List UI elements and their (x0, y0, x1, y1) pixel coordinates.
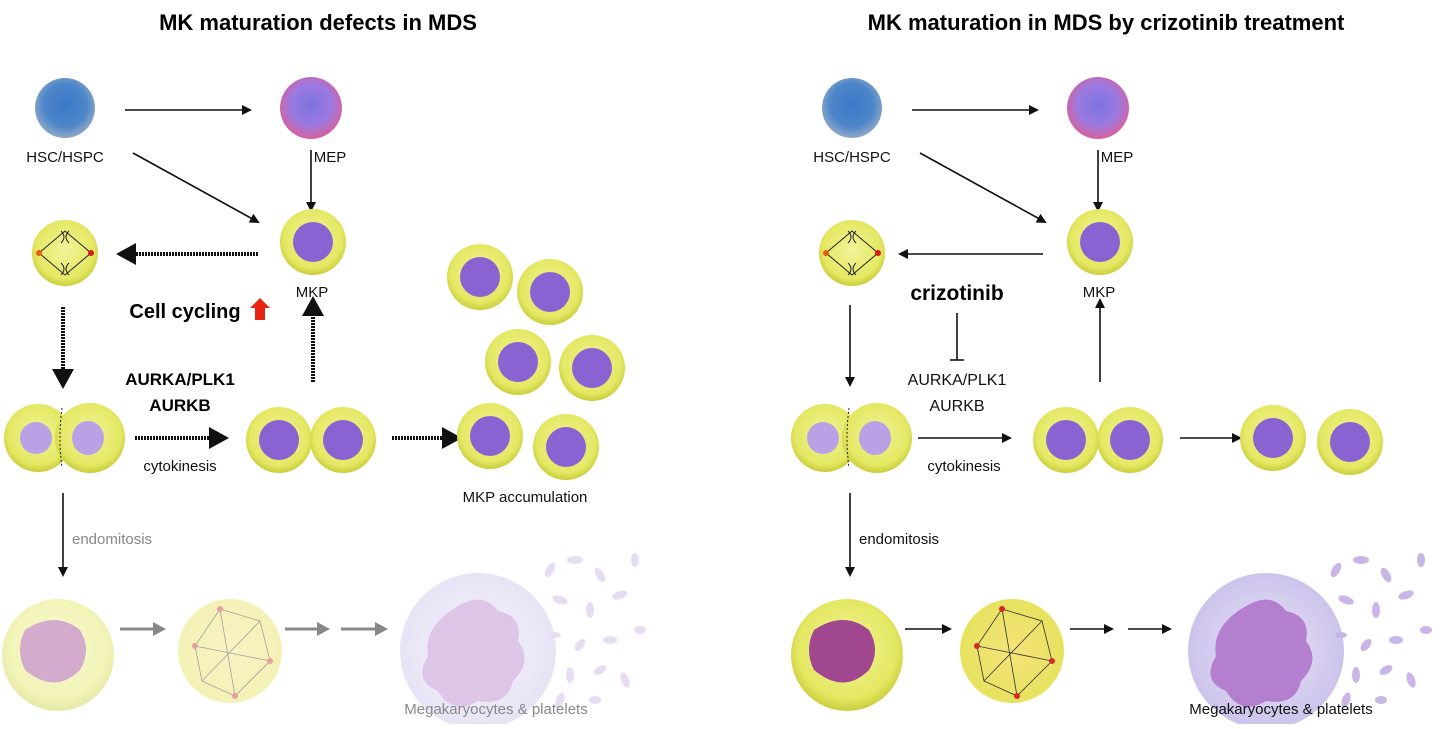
gene-label-1: AURKA/PLK1 (125, 370, 235, 389)
crizotinib-label: crizotinib (910, 282, 1003, 305)
gene-label-2: AURKB (929, 398, 984, 415)
arrow-hsc-mkp (132, 152, 260, 223)
mkp-cell (310, 407, 376, 473)
hsc-label: HSC/HSPC (813, 149, 891, 166)
left-panel: MK maturation defects in MDS HSC/HSPC ME… (2, 10, 646, 729)
gene-label-2: AURKB (149, 396, 210, 415)
right-panel: MK maturation in MDS by crizotinib treat… (790, 10, 1432, 729)
mkp-cell (1097, 407, 1163, 473)
mk-label: Megakaryocytes & platelets (404, 701, 587, 718)
mk-label: Megakaryocytes & platelets (1189, 701, 1372, 718)
mep-label: MEP (1101, 149, 1134, 166)
mkp-cell (1240, 405, 1306, 471)
mkp-cell (246, 407, 312, 473)
arrow-hsc-mkp (919, 152, 1047, 223)
maturation-path (791, 553, 1432, 729)
hsc-cell (822, 78, 882, 138)
mep-label: MEP (314, 149, 347, 166)
increase-arrow-icon (250, 298, 270, 320)
hsc-cell (35, 78, 95, 138)
faded-maturation-path (2, 553, 646, 729)
mkp-cell (1067, 209, 1133, 275)
mep-cell (1067, 77, 1129, 139)
mkp-accumulation-cluster (447, 244, 625, 480)
mep-cell (280, 77, 342, 139)
endomitosis-label: endomitosis (72, 531, 152, 548)
mkp-cell (1033, 407, 1099, 473)
mitotic-cell (31, 219, 99, 287)
right-title: MK maturation in MDS by crizotinib treat… (868, 10, 1345, 35)
mkp-cell (280, 209, 346, 275)
cell-cycling-label: Cell cycling (129, 301, 240, 323)
mkp-label: MKP (296, 284, 329, 301)
endomitosis-label: endomitosis (859, 531, 939, 548)
cytokinesis-label: cytokinesis (927, 458, 1000, 475)
mkp-label: MKP (1083, 284, 1116, 301)
mitotic-cell (818, 219, 886, 287)
gene-label-1: AURKA/PLK1 (908, 372, 1007, 389)
mkp-cell (1317, 409, 1383, 475)
hsc-label: HSC/HSPC (26, 149, 104, 166)
accumulation-label: MKP accumulation (463, 489, 588, 506)
dividing-cell (790, 402, 913, 474)
cytokinesis-label: cytokinesis (143, 458, 216, 475)
dividing-cell (3, 402, 126, 474)
left-title: MK maturation defects in MDS (159, 10, 477, 35)
